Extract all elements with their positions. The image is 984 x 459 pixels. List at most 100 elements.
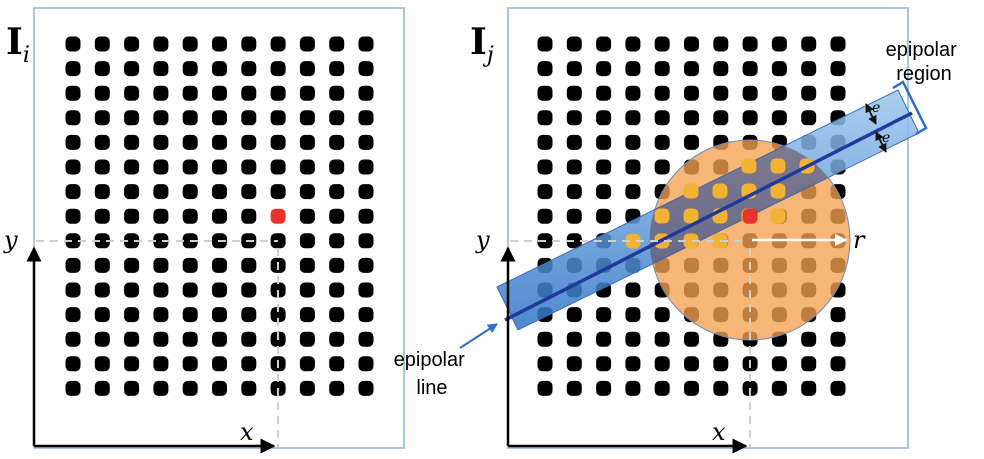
grid-dot: [182, 282, 198, 298]
grid-dot: [654, 61, 670, 77]
grid-dot: [94, 61, 110, 77]
grid-dot: [124, 307, 140, 323]
grid-dot: [124, 233, 140, 249]
grid-dot: [537, 356, 553, 372]
grid-dot: [801, 110, 817, 126]
grid-dot: [94, 159, 110, 175]
candidate-dot: [654, 208, 670, 224]
grid-dot: [94, 331, 110, 347]
grid-dot: [654, 110, 670, 126]
grid-dot: [566, 159, 582, 175]
grid-dot: [65, 134, 81, 150]
grid-dot: [212, 356, 227, 372]
grid-dot: [124, 282, 140, 298]
grid-dot: [124, 356, 140, 372]
grid-dot: [684, 110, 699, 126]
grid-dot: [801, 356, 817, 372]
grid-dot: [684, 85, 699, 101]
grid-dot: [566, 233, 582, 249]
grid-dot: [329, 159, 345, 175]
grid-dot: [212, 208, 227, 224]
grid-dot: [625, 282, 641, 298]
grid-dot: [329, 307, 345, 323]
grid-dot: [212, 331, 227, 347]
grid-dot: [358, 380, 374, 396]
grid-dot: [270, 36, 286, 52]
grid-dot: [537, 110, 553, 126]
grid-dot: [596, 184, 612, 200]
grid-dot: [65, 331, 81, 347]
y-label-right: y: [475, 226, 490, 254]
grid-dot: [537, 331, 553, 347]
grid-dot: [830, 356, 846, 372]
grid-dot: [358, 134, 374, 150]
grid-dot: [830, 85, 846, 101]
grid-dot: [65, 159, 81, 175]
grid-dot: [212, 134, 227, 150]
grid-dot: [358, 208, 374, 224]
grid-dot: [241, 134, 257, 150]
grid-dot: [299, 356, 315, 372]
grid-dot: [801, 61, 817, 77]
grid-dot: [830, 36, 846, 52]
grid-dot: [329, 61, 345, 77]
grid-dot: [684, 134, 699, 150]
grid-dot: [358, 61, 374, 77]
grid-dot: [124, 380, 140, 396]
grid-dot: [299, 282, 315, 298]
grid-dot: [153, 184, 169, 200]
grid-dot: [182, 184, 198, 200]
grid-dot: [830, 307, 846, 323]
grid-dot: [830, 380, 846, 396]
grid-dot: [537, 85, 553, 101]
grid-dot: [329, 134, 345, 150]
grid-dot: [94, 184, 110, 200]
grid-dot: [212, 307, 227, 323]
grid-dot: [124, 159, 140, 175]
candidate-dot: [683, 183, 699, 199]
grid-dot: [537, 36, 553, 52]
grid-dot: [801, 36, 817, 52]
grid-dot: [625, 356, 641, 372]
grid-dot: [65, 233, 81, 249]
grid-dot: [299, 380, 315, 396]
epipolar-line: [504, 111, 913, 322]
grid-dot: [65, 208, 81, 224]
grid-dot: [596, 380, 612, 396]
grid-dot: [596, 159, 612, 175]
grid-dot: [212, 184, 227, 200]
grid-dot: [270, 110, 286, 126]
grid-dot: [596, 208, 612, 224]
grid-dot: [566, 380, 582, 396]
candidate-dot: [625, 233, 641, 249]
grid-dot: [182, 134, 198, 150]
x-label-left: x: [240, 418, 254, 446]
grid-dot: [65, 36, 81, 52]
grid-dot: [153, 233, 169, 249]
grid-dot: [124, 85, 140, 101]
grid-dot: [713, 110, 729, 126]
grid-dot: [329, 257, 345, 273]
x-label-right: x: [712, 418, 726, 446]
grid-dot: [771, 356, 787, 372]
grid-dot: [182, 208, 198, 224]
grid-dot: [241, 356, 257, 372]
grid-dot: [684, 331, 699, 347]
grid-dot: [596, 307, 612, 323]
grid-dot: [299, 184, 315, 200]
epipolar-region-label: epipolar region: [886, 39, 963, 85]
grid-dot: [94, 257, 110, 273]
grid-dot: [596, 331, 612, 347]
grid-dot: [299, 233, 315, 249]
grid-dot: [124, 61, 140, 77]
grid-dot: [124, 331, 140, 347]
grid-dot: [566, 331, 582, 347]
grid-dot: [299, 134, 315, 150]
marked-point: [742, 208, 758, 224]
grid-dot: [65, 356, 81, 372]
grid-dot: [654, 134, 670, 150]
grid-dot: [625, 380, 641, 396]
candidate-dot: [741, 158, 757, 174]
grid-dot: [153, 159, 169, 175]
grid-dot: [241, 110, 257, 126]
